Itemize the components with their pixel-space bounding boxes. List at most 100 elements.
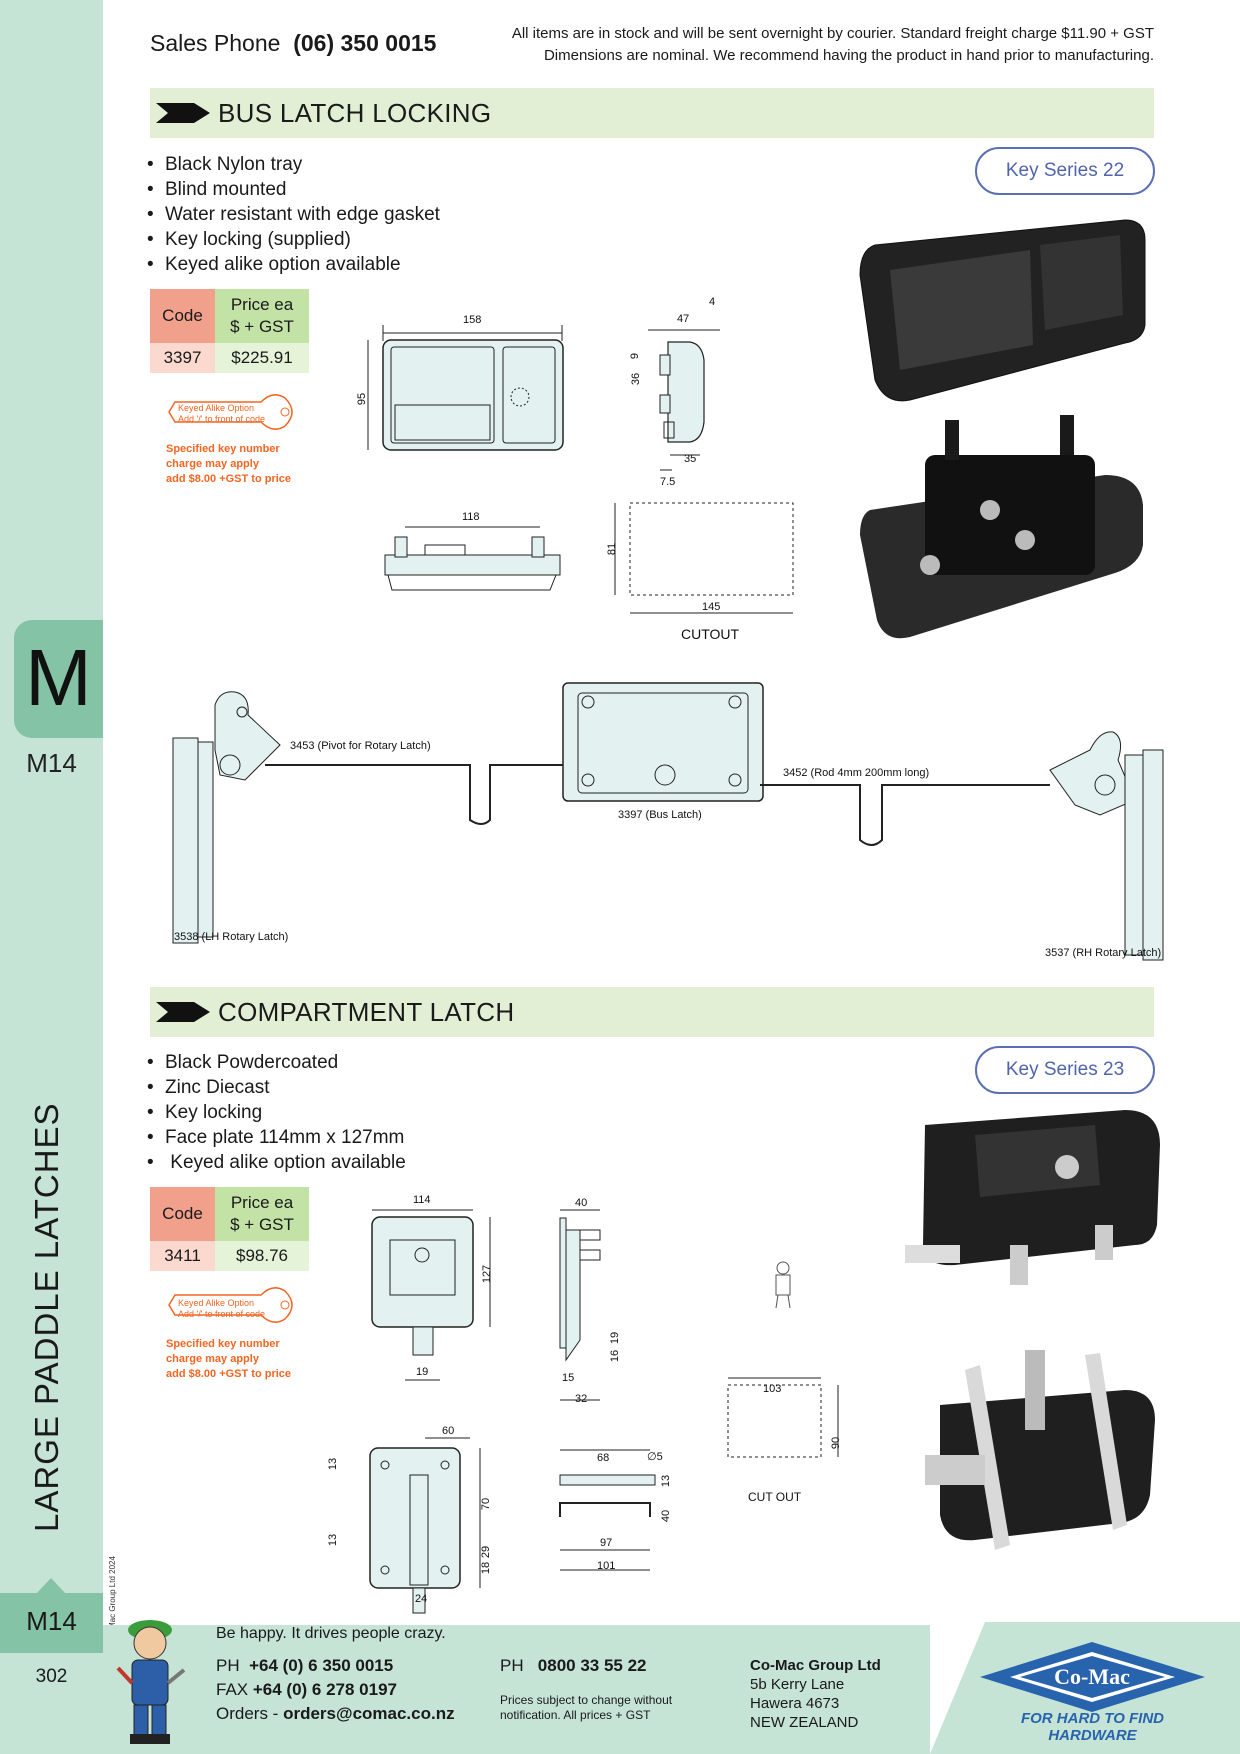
- feature-list: Black Powdercoated Zinc Diecast Key lock…: [147, 1050, 406, 1175]
- price-header: Price ea $ + GST: [215, 289, 309, 343]
- list-item: Blind mounted: [147, 177, 440, 202]
- feature-list: Black Nylon tray Blind mounted Water res…: [147, 152, 440, 277]
- list-item: Face plate 114mm x 127mm: [147, 1125, 406, 1150]
- key-icon: [168, 394, 293, 430]
- assembly-diagram: [172, 682, 1164, 961]
- price-header-line2: $ + GST: [230, 317, 294, 336]
- freight-note: All items are in stock and will be sent …: [511, 25, 1154, 42]
- dim-label: 36: [630, 372, 643, 386]
- dim-label: 60: [442, 1425, 455, 1437]
- cutout-label: CUTOUT: [681, 626, 740, 642]
- dim-label: 95: [356, 392, 369, 406]
- dim-label: 90: [830, 1436, 843, 1450]
- phone-line: PH +64 (0) 6 350 0015: [216, 1656, 393, 1676]
- cutout-label: CUT OUT: [748, 1490, 802, 1504]
- section-code-bottom: M14: [26, 1606, 77, 1636]
- dim-label: 47: [677, 313, 690, 325]
- category-title: LARGE PADDLE LATCHES: [28, 1102, 65, 1532]
- dim-label: 32: [575, 1393, 588, 1405]
- product-price: $98.76: [215, 1241, 309, 1271]
- dim-label: 40: [660, 1509, 673, 1523]
- key-tag-text: Add '/' to front of code: [178, 1309, 265, 1319]
- key-series-badge[interactable]: Key Series 23: [975, 1046, 1155, 1094]
- price-header-line1: Price ea: [230, 295, 294, 314]
- dim-label: 97: [600, 1537, 613, 1549]
- sales-number[interactable]: (06) 350 0015: [293, 30, 437, 56]
- freephone-line: PH 0800 33 55 22: [500, 1656, 647, 1676]
- section-title: BUS LATCH LOCKING: [218, 98, 492, 128]
- sales-label: Sales Phone: [150, 30, 281, 56]
- key-note-line: charge may apply: [166, 1353, 259, 1365]
- dim-label: 9: [629, 352, 642, 360]
- bus-latch-rear-photo: [860, 415, 1143, 639]
- sidebar: [0, 0, 103, 1754]
- mascot-icon: [116, 1620, 186, 1744]
- key-series-badge[interactable]: Key Series 22: [975, 147, 1155, 195]
- section-code: M14: [26, 748, 77, 778]
- fax-line: FAX +64 (0) 6 278 0197: [216, 1680, 397, 1700]
- key-note-line: add $8.00 +GST to price: [166, 473, 292, 485]
- section-letter: M: [25, 633, 92, 722]
- price-table: Code Price ea$ + GST 3397 $225.91: [150, 289, 309, 373]
- key-icon: [168, 1287, 293, 1323]
- orders-email[interactable]: orders@comac.co.nz: [283, 1704, 455, 1723]
- list-item: Zinc Diecast: [147, 1075, 406, 1100]
- address-line: Hawera 4673: [750, 1695, 840, 1712]
- code-header: Code: [150, 1187, 215, 1241]
- product-code: 3397: [150, 343, 215, 373]
- section-header-bar: [150, 88, 1154, 138]
- price-table: Code Price ea$ + GST 3411 $98.76: [150, 1187, 309, 1271]
- key-note-line: add $8.00 +GST to price: [166, 1368, 292, 1380]
- section-code-tab: [0, 1593, 103, 1653]
- arrow-icon: [156, 1002, 210, 1022]
- bottom-view-drawing: [384, 526, 561, 591]
- product-price: $225.91: [215, 343, 309, 373]
- price-note: Prices subject to change without notific…: [500, 1693, 673, 1722]
- list-item: Keyed alike option available: [147, 1150, 406, 1175]
- dim-label: 158: [463, 314, 482, 326]
- product-code: 3411: [150, 1241, 215, 1271]
- dim-label: 68: [597, 1452, 610, 1464]
- dim-label: 19: [609, 1331, 622, 1345]
- list-item: Key locking: [147, 1100, 406, 1125]
- dim-label: 35: [684, 453, 697, 465]
- phone-number[interactable]: +64 (0) 6 350 0015: [249, 1656, 394, 1675]
- orders-label: Orders -: [216, 1704, 279, 1723]
- mini-mascot-icon: [775, 1261, 791, 1309]
- key-tag-text: Keyed Alike Option: [178, 403, 255, 413]
- compartment-latch-photo: [905, 1110, 1160, 1285]
- dim-label: 103: [763, 1383, 782, 1395]
- dim-label: 81: [606, 542, 619, 556]
- list-item: Water resistant with edge gasket: [147, 202, 440, 227]
- dim-label: 16: [609, 1349, 622, 1363]
- key-tag-text: Keyed Alike Option: [178, 1298, 255, 1308]
- dim-label: 15: [562, 1372, 575, 1384]
- arrow-icon: [156, 103, 210, 123]
- key-note-line: charge may apply: [166, 458, 259, 470]
- page-number: 302: [35, 1666, 68, 1687]
- section-tab: [14, 620, 103, 738]
- slogan: Be happy. It drives people crazy.: [216, 1625, 446, 1642]
- key-note-line: Specified key number: [166, 1338, 280, 1350]
- freephone-number[interactable]: 0800 33 55 22: [537, 1656, 647, 1675]
- price-header-line1: Price ea: [230, 1193, 294, 1212]
- comac-logo: Co-Mac: [980, 1642, 1205, 1712]
- logo-text: Co-Mac: [1054, 1664, 1130, 1689]
- key-tag-text: Add '/' to front of code: [178, 414, 265, 424]
- side-view-drawing: [648, 329, 720, 471]
- dim-label: 13: [327, 1457, 340, 1471]
- section-title: COMPARTMENT LATCH: [218, 997, 515, 1027]
- tab-arrow: [36, 1578, 66, 1594]
- compartment-latch-rear-photo: [925, 1350, 1155, 1550]
- list-item: Key locking (supplied): [147, 227, 440, 252]
- dim-label: 13: [660, 1474, 673, 1488]
- dim-label: 70: [480, 1497, 493, 1511]
- side-profile-drawing: [559, 1209, 601, 1401]
- fax-number: +64 (0) 6 278 0197: [252, 1680, 398, 1699]
- dim-label: 24: [415, 1593, 428, 1605]
- phone-label: PH: [216, 1656, 240, 1675]
- dim-label: 7.5: [660, 476, 676, 488]
- rh-latch-label: 3537 (RH Rotary Latch): [1045, 947, 1162, 959]
- section-header-bar: [150, 987, 1154, 1037]
- bus-latch-label: 3397 (Bus Latch): [618, 809, 702, 821]
